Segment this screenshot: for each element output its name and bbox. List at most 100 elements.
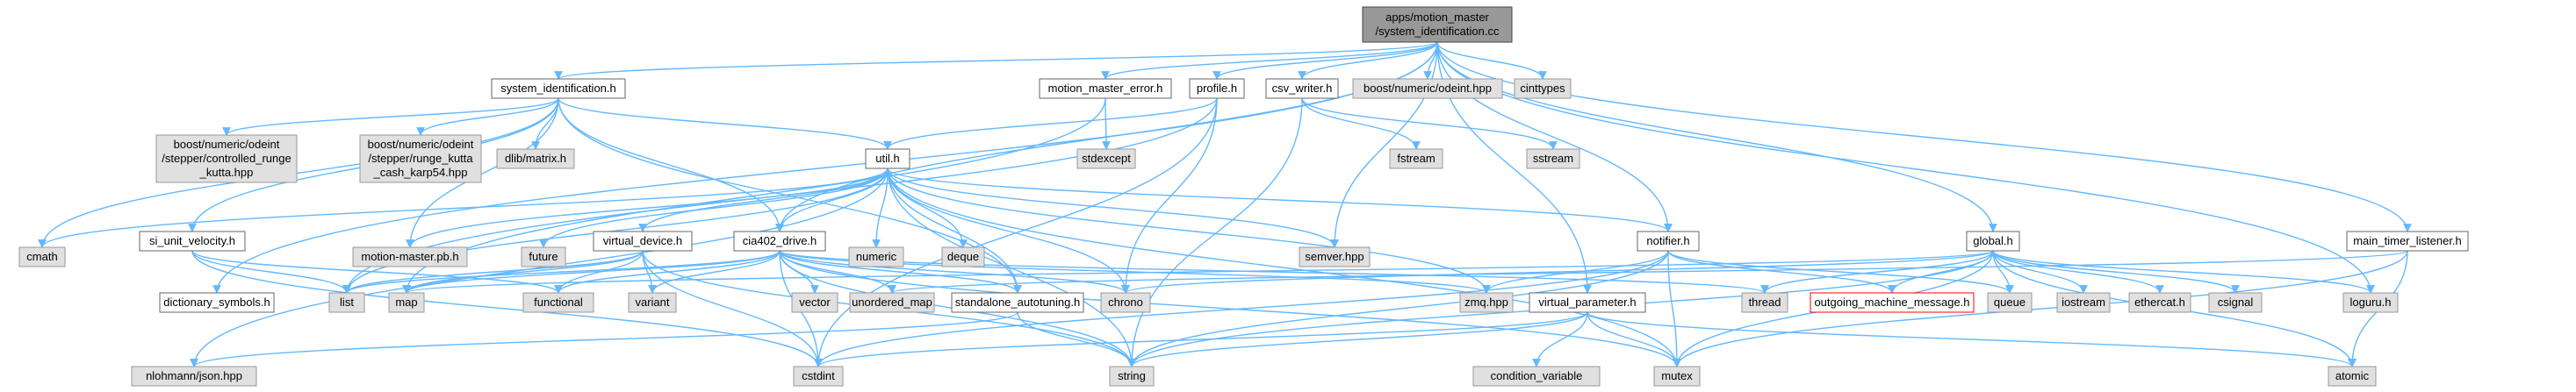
node-label: condition_variable	[1491, 369, 1583, 382]
graph-node-cia[interactable]: cia402_drive.h	[733, 231, 826, 252]
include-edge-util-to-list	[342, 167, 889, 294]
node-box	[2128, 292, 2191, 313]
graph-node-condvar: condition_variable	[1472, 366, 1601, 387]
node-label: motion_master_error.h	[1048, 82, 1163, 95]
include-edge-notifier-to-mutex	[1667, 250, 1681, 367]
graph-node-thread: thread	[1741, 292, 1788, 313]
include-edge-vdev-to-map	[402, 250, 644, 294]
node-box	[1039, 78, 1172, 99]
node-box	[522, 292, 594, 313]
node-box	[328, 292, 365, 313]
node-label: /stepper/runge_kutta	[368, 152, 473, 165]
node-box	[1352, 78, 1503, 99]
include-edge-util-to-cmath	[38, 167, 889, 248]
include-edge-cia-to-sat	[779, 250, 1022, 294]
include-edge-root-to-sysid	[554, 41, 1438, 80]
node-box	[1100, 292, 1151, 313]
node-label: semver.hpp	[1305, 250, 1364, 263]
node-box	[1109, 366, 1155, 387]
graph-node-util[interactable]: util.h	[865, 148, 910, 169]
graph-node-json: nlohmann/json.hpp	[131, 366, 257, 387]
graph-node-mmerr[interactable]: motion_master_error.h	[1039, 78, 1172, 99]
graph-node-vparam[interactable]: virtual_parameter.h	[1529, 292, 1646, 313]
include-edge-global-to-csignal	[1992, 250, 2240, 294]
include-edge-global-to-thread	[1760, 250, 1994, 294]
include-edge-root-to-semver	[1330, 41, 1438, 248]
node-label: variant	[635, 296, 669, 309]
include-edge-vparam-to-mutex	[1587, 311, 1681, 367]
include-edge-global-to-loguru	[1992, 250, 2375, 294]
graph-node-queue: queue	[1987, 292, 2033, 313]
include-edge-vdev-to-cstdint	[642, 250, 823, 367]
node-box	[2056, 292, 2111, 313]
graph-node-vdev[interactable]: virtual_device.h	[593, 231, 693, 252]
graph-node-omm[interactable]: outgoing_machine_message.h	[1810, 292, 1975, 313]
graph-node-siuv[interactable]: si_unit_velocity.h	[139, 231, 246, 252]
node-label: global.h	[1973, 234, 2013, 247]
graph-node-global[interactable]: global.h	[1966, 231, 2020, 252]
node-label: boost/numeric/odeint	[368, 138, 474, 151]
graph-node-dict[interactable]: dictionary_symbols.h	[159, 292, 275, 313]
node-box	[1514, 78, 1572, 99]
graph-node-sat[interactable]: standalone_autotuning.h	[951, 292, 1084, 313]
graph-node-vector: vector	[791, 292, 838, 313]
include-edge-csvw-to-string	[1127, 97, 1303, 367]
graph-node-profile[interactable]: profile.h	[1189, 78, 1245, 99]
node-label: csignal	[2218, 296, 2254, 309]
include-edge-root-to-profile	[1212, 41, 1438, 80]
node-label: motion-master.pb.h	[361, 250, 458, 263]
include-edge-util-to-numeric	[872, 167, 889, 248]
node-label: stdexcept	[1082, 152, 1131, 165]
include-edge-root-to-csvw	[1298, 41, 1438, 80]
node-label: cia402_drive.h	[743, 234, 817, 247]
include-edge-util-to-notifier	[887, 167, 1673, 232]
graph-node-root[interactable]: apps/motion_master/system_identification…	[1362, 6, 1513, 43]
node-box	[1459, 292, 1514, 313]
node-box	[131, 366, 257, 387]
node-label: si_unit_velocity.h	[149, 234, 235, 247]
node-label: map	[395, 296, 417, 309]
node-box	[2346, 231, 2469, 252]
include-edge-vparam-to-condvar	[1532, 311, 1588, 367]
graph-node-mutex: mutex	[1653, 366, 1701, 387]
node-box	[491, 78, 626, 99]
node-label: mutex	[1661, 369, 1693, 382]
include-edge-profile-to-cstdint	[814, 97, 1218, 367]
node-box	[1265, 78, 1339, 99]
include-edge-util-to-mutex	[887, 167, 1681, 367]
node-label: chrono	[1108, 296, 1143, 309]
node-label: numeric	[856, 250, 897, 263]
graph-node-notifier[interactable]: notifier.h	[1637, 231, 1700, 252]
node-box	[159, 292, 275, 313]
include-edge-root-to-cinttypes	[1436, 41, 1547, 80]
include-edge-cia-to-map	[402, 250, 781, 294]
node-box	[848, 246, 904, 267]
graph-node-csvw[interactable]: csv_writer.h	[1265, 78, 1339, 99]
node-box	[1741, 292, 1788, 313]
graph-node-odeint: boost/numeric/odeint.hpp	[1352, 78, 1503, 99]
node-box	[733, 231, 826, 252]
node-box	[155, 134, 298, 183]
node-box	[2208, 292, 2263, 313]
node-label: notifier.h	[1646, 234, 1689, 247]
graph-node-ethercat: ethercat.h	[2128, 292, 2191, 313]
include-edge-global-to-ethercat	[1992, 250, 2164, 294]
node-label: atomic	[2335, 369, 2370, 382]
node-label: profile.h	[1197, 82, 1237, 95]
include-edge-cia-to-zmq	[779, 250, 1491, 294]
graph-node-sysid[interactable]: system_identification.h	[491, 78, 626, 99]
include-edge-root-to-global	[1436, 41, 1997, 232]
node-box	[1637, 231, 1700, 252]
node-label: main_timer_listener.h	[2353, 234, 2462, 247]
graph-node-cmath: cmath	[18, 246, 66, 267]
node-label: dictionary_symbols.h	[163, 296, 270, 309]
include-edge-vparam-to-cstdint	[814, 311, 1588, 367]
node-box	[139, 231, 246, 252]
node-label: future	[529, 250, 558, 263]
graph-node-mtl[interactable]: main_timer_listener.h	[2346, 231, 2469, 252]
include-edge-util-to-semver	[887, 167, 1339, 248]
node-box	[1966, 231, 2020, 252]
include-edge-root-to-notifier	[1436, 41, 1673, 232]
include-edge-siuv-to-list	[191, 250, 351, 294]
include-edge-sysid-to-cmath	[38, 97, 559, 248]
